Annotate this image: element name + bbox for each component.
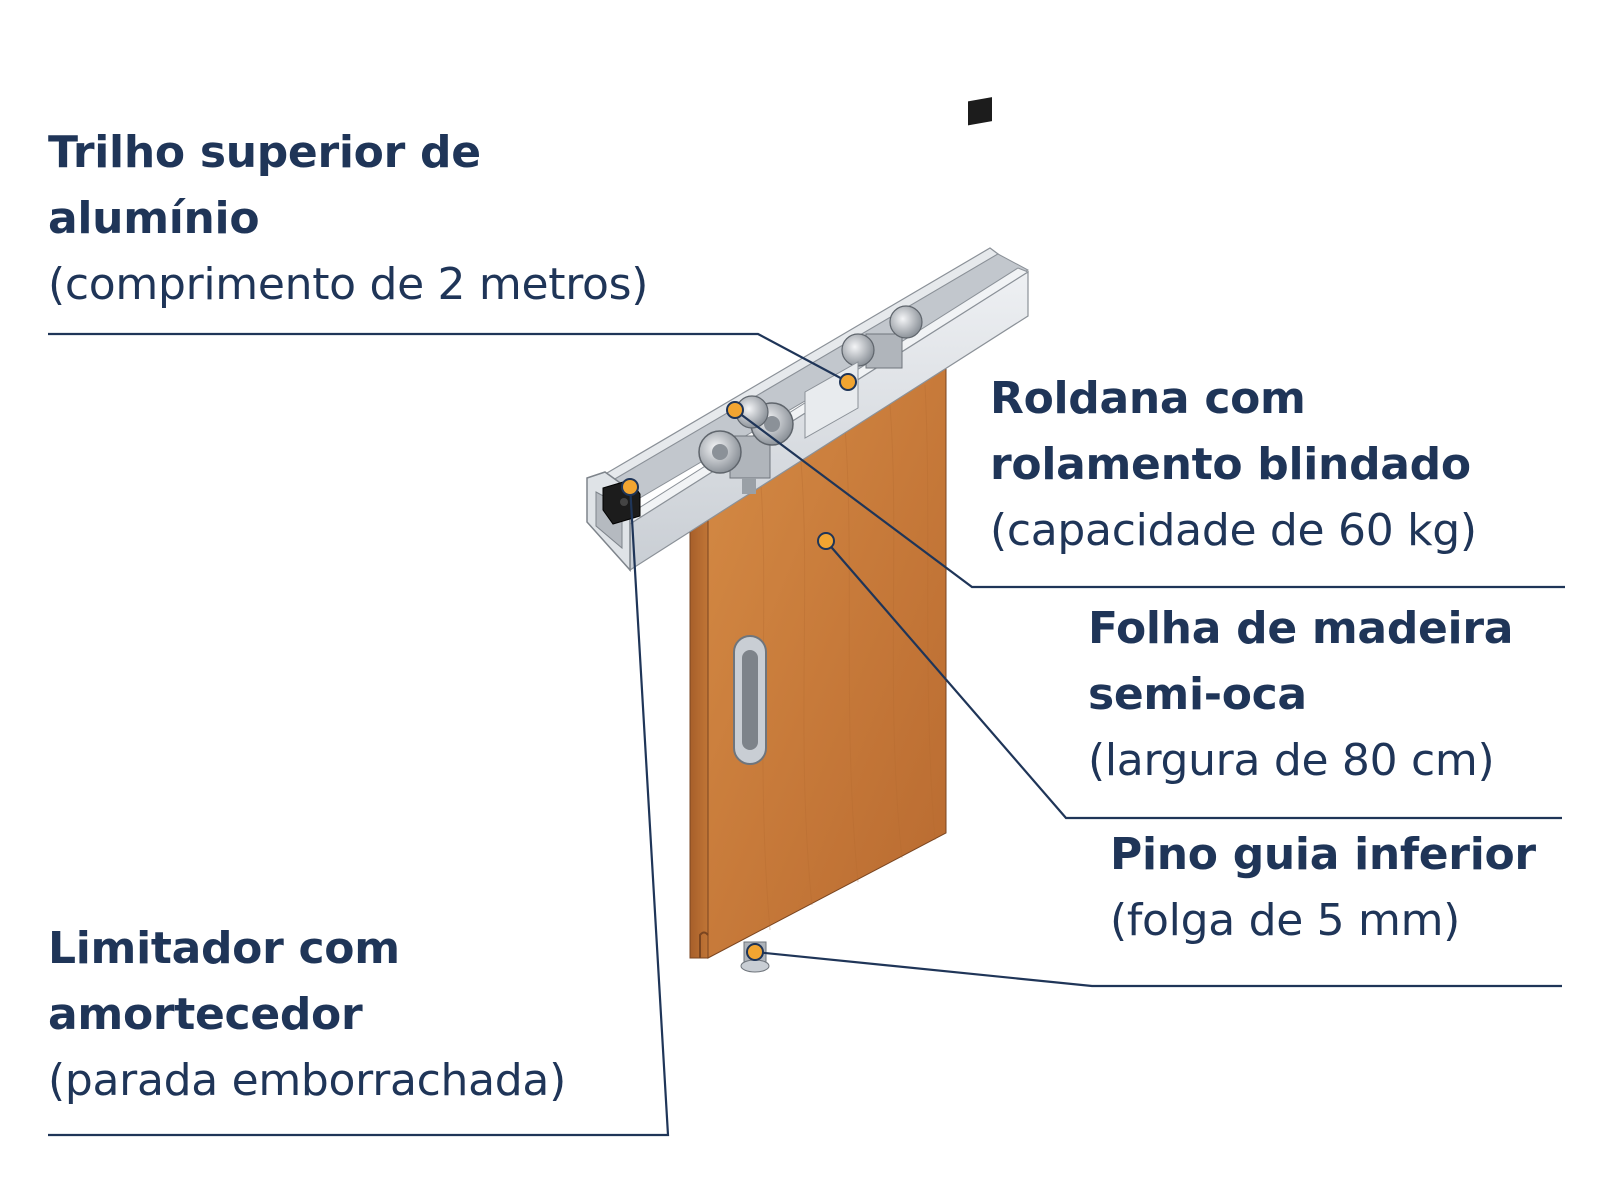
callout-rail: Trilho superior de alumínio (comprimento… <box>48 120 648 318</box>
leader-pin <box>754 950 1562 988</box>
callout-roller-title-2: rolamento blindado <box>990 439 1471 490</box>
callout-leaf: Folha de madeira semi-oca (largura de 80… <box>1088 596 1513 794</box>
callout-pin-title-1: Pino guia inferior <box>1110 829 1536 880</box>
marker-rail-dot <box>839 373 857 391</box>
callout-pin-detail: (folga de 5 mm) <box>1110 895 1461 946</box>
callout-rail-title-1: Trilho superior de <box>48 127 481 178</box>
roller-carriage-left <box>698 395 794 494</box>
marker-pin-dot <box>746 943 764 961</box>
callout-roller-title-1: Roldana com <box>990 373 1306 424</box>
flush-pull-handle <box>733 635 767 765</box>
roller-carriage-right <box>841 305 923 369</box>
callout-roller: Roldana com rolamento blindado (capacida… <box>990 366 1477 564</box>
callout-roller-detail: (capacidade de 60 kg) <box>990 505 1477 556</box>
callout-stop-title-1: Limitador com <box>48 923 400 974</box>
callout-stop-detail: (parada emborrachada) <box>48 1055 566 1106</box>
callout-stop: Limitador com amortecedor (parada emborr… <box>48 916 566 1114</box>
callout-rail-detail: (comprimento de 2 metros) <box>48 259 649 310</box>
leader-stop <box>48 484 670 1137</box>
leader-leaf <box>825 540 1562 820</box>
callout-pin: Pino guia inferior (folga de 5 mm) <box>1110 822 1536 954</box>
callout-markers <box>621 373 857 961</box>
callout-leaf-title-2: semi-oca <box>1088 669 1307 720</box>
door-leaf-edge <box>689 489 709 959</box>
callout-stop-title-2: amortecedor <box>48 989 363 1040</box>
leader-lines <box>48 332 1565 1137</box>
bottom-groove <box>699 931 709 958</box>
marker-leaf-dot <box>817 532 835 550</box>
leader-rail <box>48 332 849 383</box>
marker-stop-dot <box>621 478 639 496</box>
callout-leaf-title-1: Folha de madeira <box>1088 603 1514 654</box>
callout-rail-title-2: alumínio <box>48 193 260 244</box>
marker-roller-dot <box>726 401 744 419</box>
callout-leaf-detail: (largura de 80 cm) <box>1088 735 1495 786</box>
wood-grain <box>759 384 936 931</box>
leader-roller <box>734 409 1565 589</box>
